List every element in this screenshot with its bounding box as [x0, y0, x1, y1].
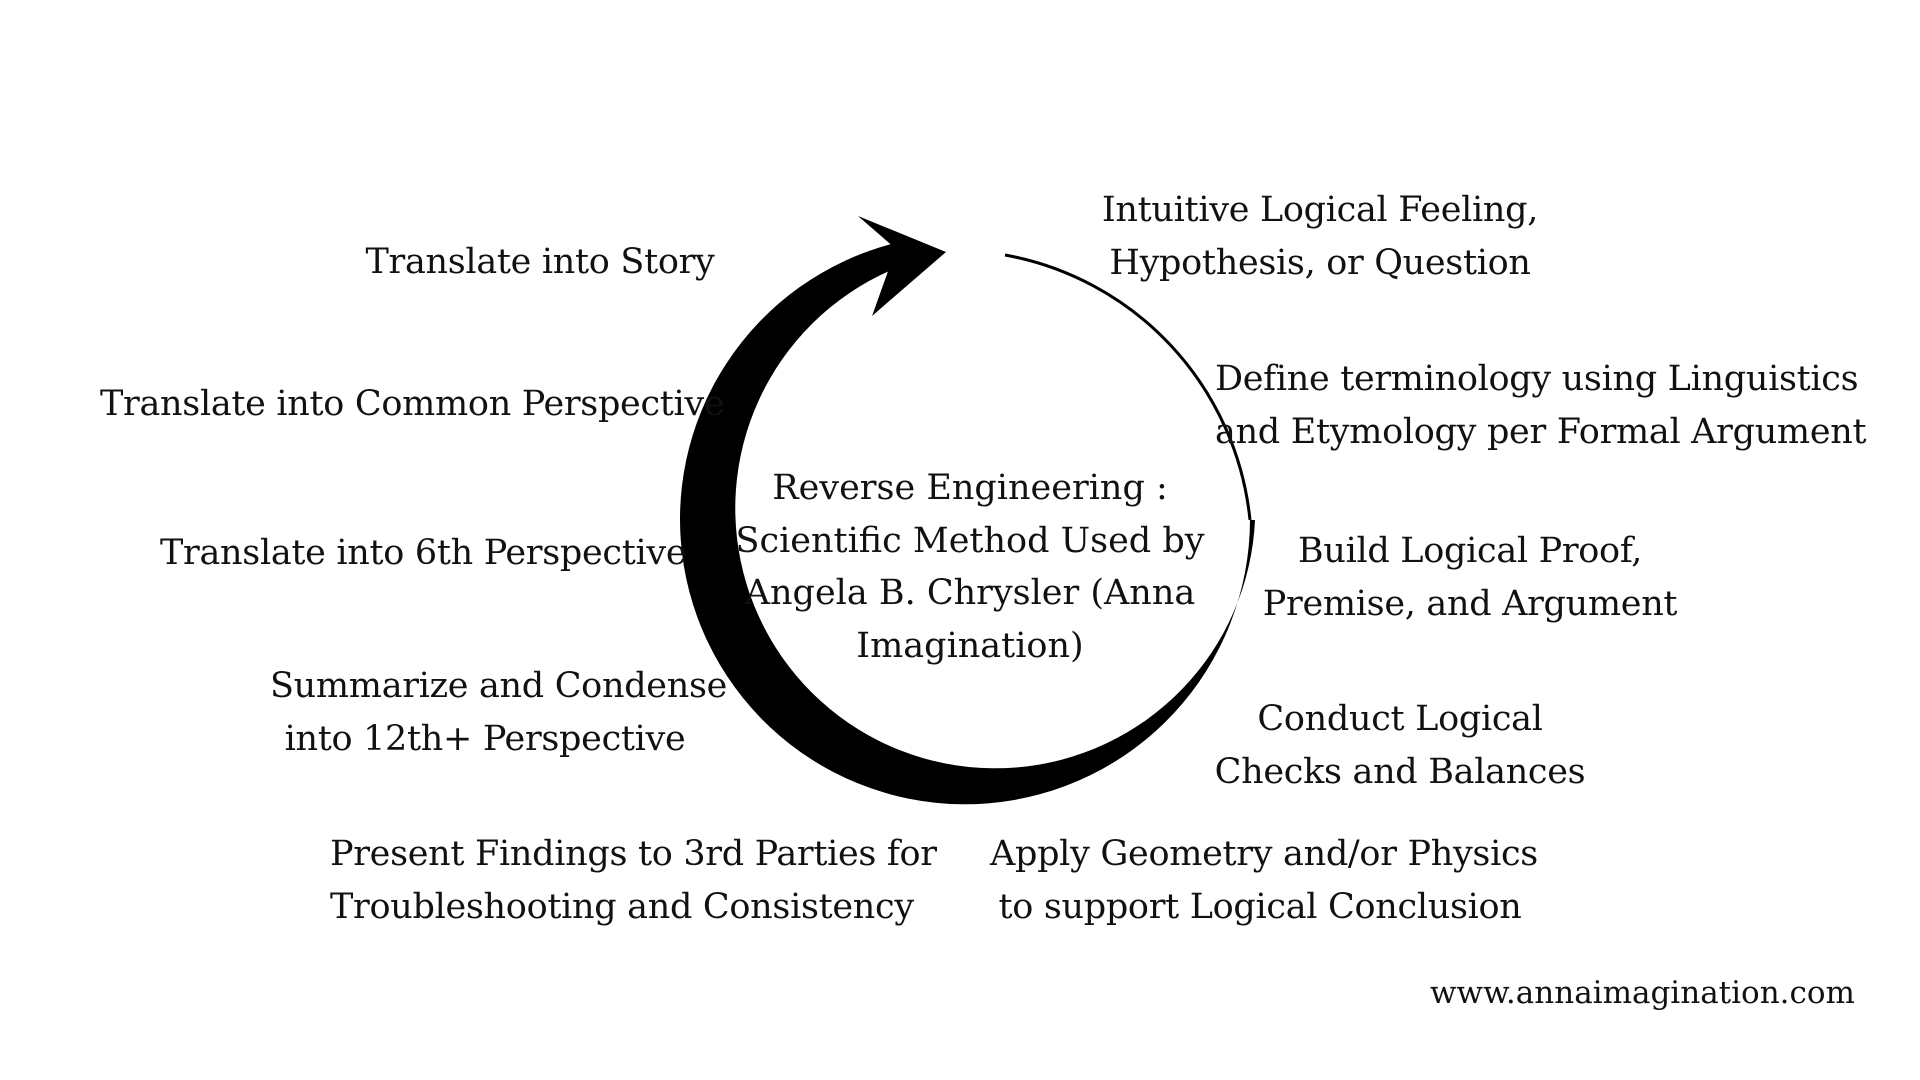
step-define-terminology-line-2: and Etymology per Formal Argument: [1215, 411, 1867, 452]
step-summarize-line-1: Summarize and Condense: [270, 666, 728, 706]
step-sixth-perspective-line-1: Translate into 6th Perspective: [160, 533, 687, 573]
step-geometry-physics-line-2: to support Logical Conclusion: [998, 886, 1522, 927]
step-common-perspective: Translate into Common Perspective: [100, 378, 725, 431]
step-logical-checks-line-1: Conduct Logical: [1257, 699, 1543, 739]
step-story-line-1: Translate into Story: [365, 242, 715, 282]
step-geometry-physics: Apply Geometry and/or Physics to support…: [990, 828, 1538, 933]
step-hypothesis-line-1: Intuitive Logical Feeling,: [1101, 190, 1539, 230]
cycle-arc-thin: [1004, 253, 1252, 521]
step-define-terminology-line-1: Define terminology using Linguistics: [1215, 359, 1859, 399]
step-summarize-line-2: into 12th+ Perspective: [284, 718, 686, 759]
arrowhead-icon: [858, 216, 946, 316]
step-common-perspective-line-1: Translate into Common Perspective: [100, 384, 725, 424]
step-summarize: Summarize and Condense into 12th+ Perspe…: [270, 660, 728, 765]
step-sixth-perspective: Translate into 6th Perspective: [160, 527, 687, 580]
step-build-proof-line-2: Premise, and Argument: [1262, 583, 1678, 624]
step-logical-checks: Conduct Logical Checks and Balances: [1210, 693, 1590, 798]
step-logical-checks-line-2: Checks and Balances: [1214, 751, 1586, 792]
step-hypothesis-line-2: Hypothesis, or Question: [1109, 242, 1531, 283]
step-hypothesis: Intuitive Logical Feeling, Hypothesis, o…: [1080, 184, 1560, 289]
center-title: Reverse Engineering : Scientific Method …: [735, 468, 1205, 666]
step-define-terminology: Define terminology using Linguistics and…: [1215, 353, 1867, 458]
step-build-proof-line-1: Build Logical Proof,: [1297, 531, 1643, 571]
step-present-findings: Present Findings to 3rd Parties for Trou…: [330, 828, 937, 933]
step-present-findings-line-1: Present Findings to 3rd Parties for: [330, 834, 937, 874]
step-present-findings-line-2: Troubleshooting and Consistency: [330, 886, 914, 927]
website-footer: www.annaimagination.com: [1430, 975, 1855, 1011]
step-geometry-physics-line-1: Apply Geometry and/or Physics: [990, 834, 1538, 874]
step-build-proof: Build Logical Proof, Premise, and Argume…: [1260, 525, 1680, 630]
step-story: Translate into Story: [360, 236, 720, 289]
